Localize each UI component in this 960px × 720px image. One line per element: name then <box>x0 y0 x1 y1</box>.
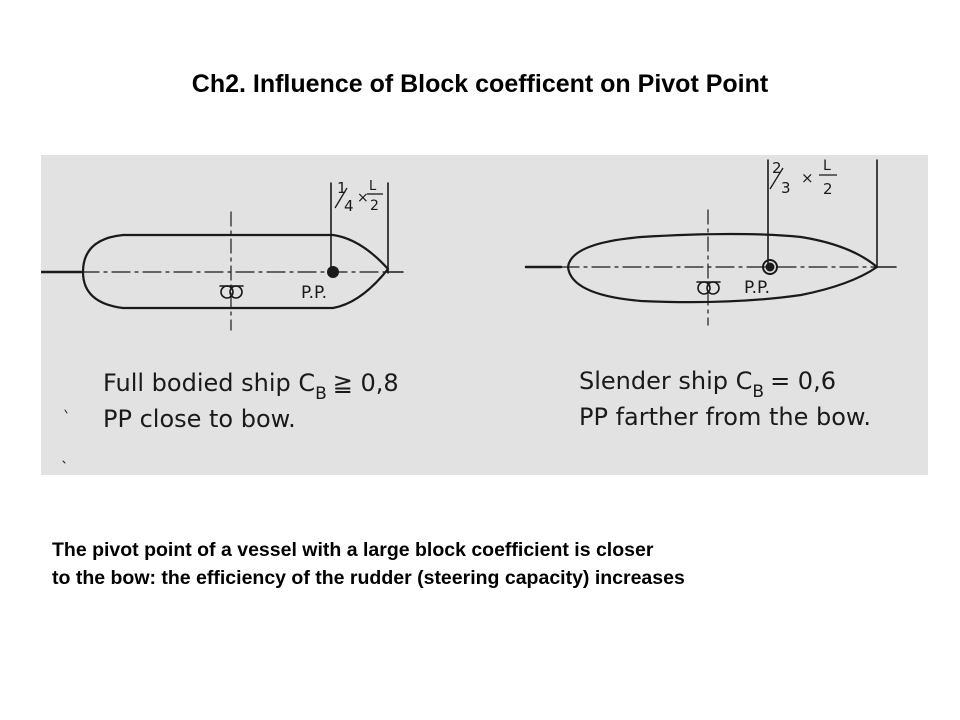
slender-ship <box>524 159 897 326</box>
caption: The pivot point of a vessel with a large… <box>52 536 932 592</box>
left-l-numerator: L <box>369 179 377 194</box>
left-midship-symbol-icon <box>219 285 244 299</box>
right-times-symbol: × <box>801 169 814 187</box>
ship-sketches: 1 4 × L 2 P.P. Full bodied ship CB≧ 0,8 … <box>41 158 897 464</box>
right-fraction-denominator: 3 <box>781 179 791 197</box>
left-description-line1: Full bodied ship CB≧ 0,8 <box>103 369 399 404</box>
left-fraction-denominator: 4 <box>344 197 354 215</box>
right-fraction-numerator: 2 <box>772 159 782 177</box>
caption-line-1: The pivot point of a vessel with a large… <box>52 539 654 561</box>
left-description-line2: PP close to bow. <box>103 405 296 433</box>
right-l-denominator: 2 <box>823 180 833 198</box>
pivot-point-diagram: 1 4 × L 2 P.P. Full bodied ship CB≧ 0,8 … <box>41 155 928 475</box>
left-hull-outline <box>81 233 390 310</box>
right-l-numerator: L <box>823 158 831 174</box>
left-pp-label: P.P. <box>301 283 327 303</box>
page-title: Ch2. Influence of Block coefficent on Pi… <box>191 70 769 98</box>
left-l-denominator: 2 <box>370 198 379 214</box>
full-bodied-ship <box>41 182 404 331</box>
caption-line-2: to the bow: the efficiency of the rudder… <box>52 567 685 589</box>
left-times-symbol: × <box>357 190 369 206</box>
right-pp-label: P.P. <box>744 278 770 298</box>
right-pivot-point-marker <box>762 259 778 275</box>
right-description-line2: PP farther from the bow. <box>579 403 871 431</box>
right-midship-symbol-icon <box>696 281 721 295</box>
left-fraction-numerator: 1 <box>337 179 347 197</box>
left-pivot-point-marker <box>327 266 339 278</box>
right-hull-outline <box>566 232 879 304</box>
right-description-line1: Slender ship CB= 0,6 <box>579 367 836 402</box>
